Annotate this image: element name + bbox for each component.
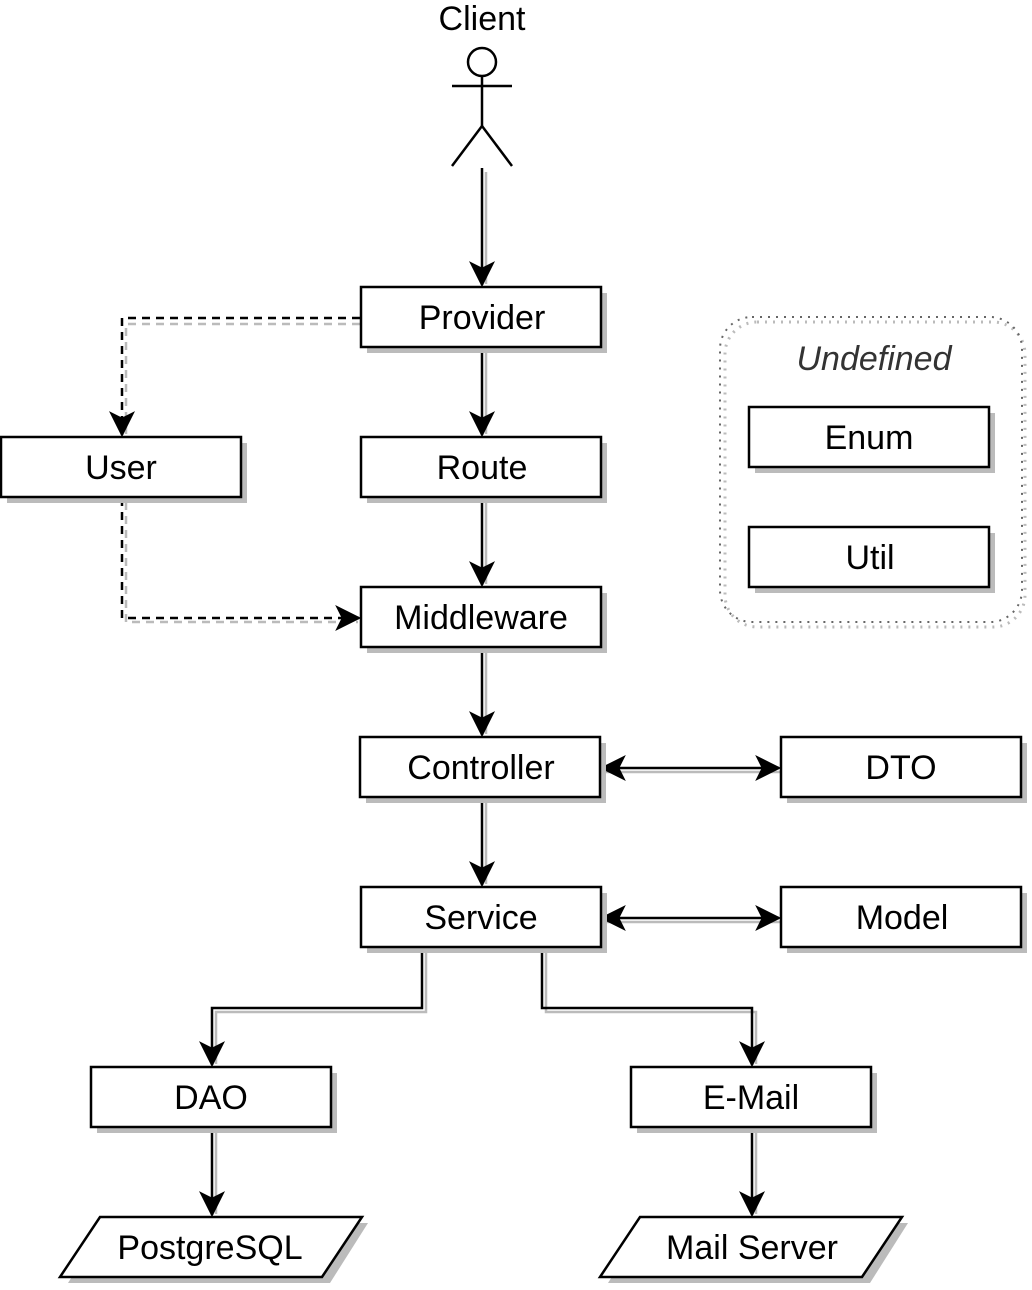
box-dto[interactable]: DTO — [779, 735, 1027, 803]
box-service[interactable]: Service — [359, 885, 607, 953]
dao-label: DAO — [174, 1079, 248, 1117]
email-label: E-Mail — [703, 1079, 799, 1117]
user-to-middleware-dashed-arrow — [120, 498, 362, 631]
controller-label: Controller — [407, 749, 554, 787]
io-postgresql[interactable]: PostgreSQL — [57, 1215, 368, 1283]
client-label: Client — [439, 0, 526, 38]
client-actor: Client — [439, 0, 526, 167]
group-title: Undefined — [796, 340, 952, 378]
box-model[interactable]: Model — [779, 885, 1027, 953]
io-mail-server[interactable]: Mail Server — [597, 1215, 908, 1283]
box-email[interactable]: E-Mail — [629, 1065, 877, 1133]
box-user[interactable]: User — [0, 435, 247, 503]
mail-server-label: Mail Server — [666, 1229, 838, 1267]
stick-figure-icon — [451, 46, 513, 167]
box-dao[interactable]: DAO — [89, 1065, 337, 1133]
enum-label: Enum — [825, 419, 914, 457]
dto-label: DTO — [865, 749, 936, 787]
box-route[interactable]: Route — [359, 435, 607, 503]
provider-to-user-dashed-arrow — [109, 316, 360, 438]
provider-label: Provider — [419, 299, 546, 337]
service-to-dao-arrow — [199, 948, 424, 1068]
route-label: Route — [437, 449, 528, 487]
middleware-label: Middleware — [394, 599, 568, 637]
user-label: User — [85, 449, 157, 487]
connectors — [109, 168, 782, 1218]
box-middleware[interactable]: Middleware — [359, 585, 607, 653]
util-label: Util — [845, 539, 894, 577]
service-to-email-arrow — [540, 948, 765, 1068]
model-label: Model — [856, 899, 949, 937]
undefined-group: Undefined — [719, 316, 1027, 629]
postgresql-label: PostgreSQL — [117, 1229, 302, 1267]
box-util[interactable]: Util — [747, 525, 995, 593]
box-enum[interactable]: Enum — [747, 405, 995, 473]
service-label: Service — [424, 899, 537, 937]
box-controller[interactable]: Controller — [358, 735, 606, 803]
box-provider[interactable]: Provider — [359, 285, 607, 353]
